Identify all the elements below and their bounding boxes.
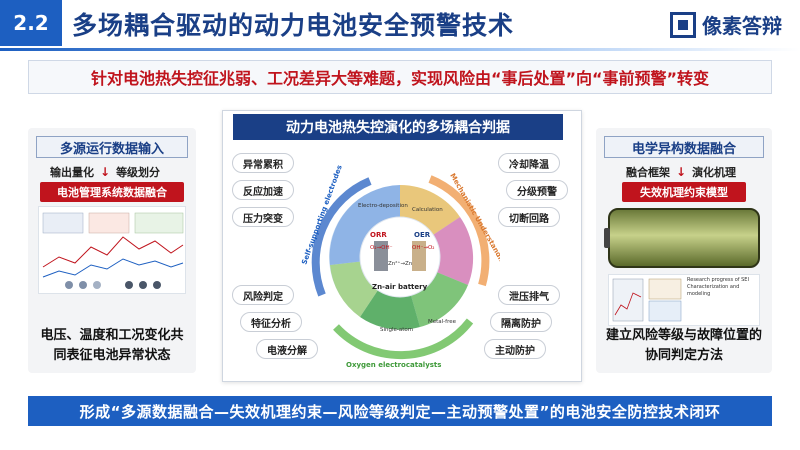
pill-left-4: 风险判定 [232,285,294,305]
battery-cell-image [604,208,760,268]
header-divider [0,48,800,51]
failure-analysis-graphic [612,278,682,322]
right-panel-footer: 建立风险等级与故障位置的协同判定方法 [605,328,762,363]
right-panel-tags: 融合框架 ↓ 演化机理 [626,164,736,180]
center-heading: 动力电池热失控演化的多场耦合判据 [233,114,563,140]
right-arc-arrow [428,175,490,287]
data-collage-graphic [42,212,184,289]
zn-air-ring-diagram: ORR OER O₂→OH⁻ OH⁻→O₂ Zn²⁺→Zn Zn-air bat… [300,164,500,369]
left-red-label: 电池管理系统数据融合 [40,182,184,202]
bottom-arc-arrow [333,318,474,360]
air-cathode [412,241,426,271]
pill-right-1: 冷却降温 [498,153,560,173]
data-collage-image [38,206,186,294]
core-caption: Zn-air battery [372,283,428,291]
core-circle [359,216,441,298]
plot-caption: Research progress of SEI Characterizatio… [687,277,749,297]
pill-left-6: 电液分解 [256,339,318,359]
pill-right-3: 切断回路 [498,207,560,227]
segment-label-calculation: Calculation [412,207,443,213]
right-red-label: 失效机理约束模型 [622,182,746,202]
left-tag-b: 等级划分 [116,166,161,179]
pill-right-5: 隔离防护 [490,312,552,332]
right-tag-a: 融合框架 [626,166,670,179]
logo-mark-icon [670,11,696,38]
pill-right-2: 分级预警 [506,180,568,200]
right-tag-b: 演化机理 [692,166,737,179]
left-panel-footer: 电压、温度和工况变化共同表征电池异常状态 [40,328,184,363]
failure-analysis-plots: Research progress of SEI Characterizatio… [608,274,760,326]
core-orr-eq: O₂→OH⁻ [370,245,393,251]
logo-text: 像素答辩 [702,14,782,38]
bottom-arc-label: Oxygen electrocatalysts [346,361,441,369]
left-panel-tags: 输出量化 ↓ 等级划分 [50,164,160,180]
section-number-badge: 2.2 [0,0,62,46]
subtitle-banner: 针对电池热失控征兆弱、工况差异大等难题，实现风险由“事后处置”向“事前预警”转变 [28,60,772,94]
arrow-down-icon: ↓ [676,165,687,179]
pill-right-6: 主动防护 [484,339,546,359]
pill-left-3: 压力突变 [232,207,294,227]
left-arc-arrow [311,177,372,297]
core-oer: OER [414,231,431,239]
right-panel: 电学异构数据融合 融合框架 ↓ 演化机理 失效机理约束模型 Research p… [596,128,772,373]
brand-logo: 像素答辩 [670,10,782,39]
core-zn-eq: Zn²⁺→Zn [388,260,413,267]
core-oer-eq: OH⁻→O₂ [412,245,435,251]
pill-left-2: 反应加速 [232,180,294,200]
left-tag-a: 输出量化 [50,166,94,179]
bottom-summary-bar: 形成“多源数据融合—失效机理约束—风险等级判定—主动预警处置”的电池安全防控技术… [28,396,772,426]
segment-label-metal-free: Metal-free [428,319,457,325]
page-title: 多场耦合驱动的动力电池安全预警技术 [72,11,515,40]
right-panel-heading: 电学异构数据融合 [604,136,764,158]
segment-label-deposition: Electro-deposition [358,203,408,209]
left-panel: 多源运行数据输入 输出量化 ↓ 等级划分 电池管理系统数据融合 电压、温度和工况… [28,128,196,373]
segment-label-single-atom: Single-atom [380,327,413,333]
zn-anode [374,241,388,271]
pill-left-1: 异常累积 [232,153,294,173]
left-panel-heading: 多源运行数据输入 [36,136,188,158]
pill-left-5: 特征分析 [240,312,302,332]
pill-right-4: 泄压排气 [498,285,560,305]
core-orr: ORR [370,231,387,239]
arrow-down-icon: ↓ [100,165,111,179]
